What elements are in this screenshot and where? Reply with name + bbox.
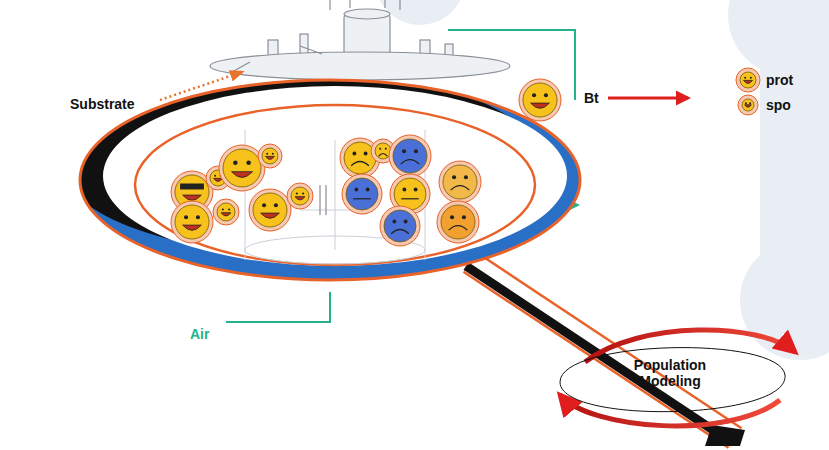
- organism-label: Bt: [584, 90, 599, 106]
- cell-smiley: [171, 201, 213, 243]
- model-label-box: Population Modeling: [620, 357, 720, 389]
- reactor-vessel: [210, 0, 510, 80]
- cell-smiley: [380, 206, 420, 246]
- cycle-ellipse: [560, 348, 785, 412]
- cell-smiley: [213, 199, 239, 225]
- cell-smiley: [736, 68, 760, 92]
- cell-smiley: [738, 95, 758, 115]
- cell-smiley: [258, 144, 282, 168]
- air-label: Air: [190, 326, 209, 342]
- cell-arrow: [320, 185, 326, 215]
- node-text: Population Modeling: [620, 357, 720, 389]
- cell-smiley: [389, 135, 431, 177]
- cell-smiley: [342, 174, 382, 214]
- air-inlet-line: [226, 292, 330, 322]
- bt-arrow: [608, 97, 688, 100]
- product-label: prot: [766, 72, 793, 88]
- cell-smiley: [437, 201, 479, 243]
- population-cycle: [560, 330, 795, 426]
- cell-smiley: [287, 183, 313, 209]
- product-label: spo: [766, 97, 791, 113]
- substrate-label: Substrate: [70, 96, 135, 112]
- cell-smiley: [519, 79, 561, 121]
- cell-smiley: [219, 145, 265, 191]
- cell-smiley: [249, 189, 291, 231]
- magnifier-lens: [60, 70, 580, 280]
- cell-smiley: [439, 161, 481, 203]
